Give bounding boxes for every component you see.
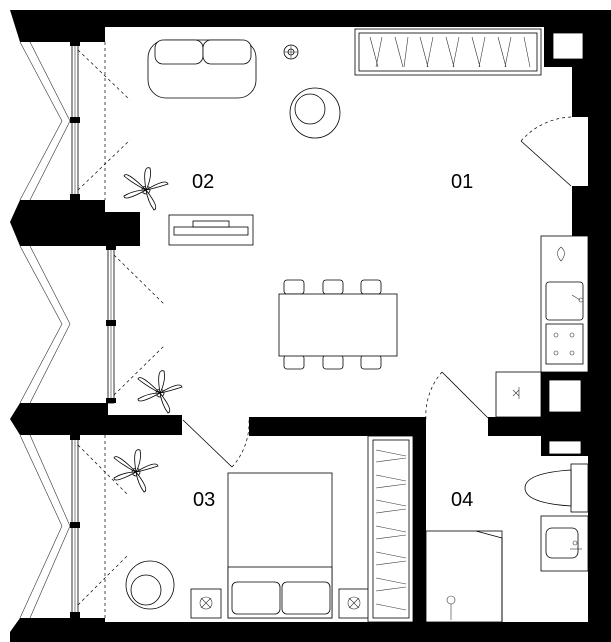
room-label-04: 04 (451, 489, 473, 511)
room-label-02: 02 (192, 171, 214, 193)
plant-icon (123, 167, 169, 211)
shower (425, 530, 503, 623)
wall-bath-top (488, 417, 588, 436)
wall-top (10, 10, 611, 42)
nightstand-left (190, 588, 222, 619)
facade (19, 41, 71, 619)
wall-right-column (572, 186, 588, 236)
nightstand-right (338, 588, 370, 619)
room-label-03: 03 (193, 489, 215, 511)
wall-bottom (10, 618, 611, 642)
wardrobe-top (354, 28, 542, 76)
dining-table (278, 279, 398, 370)
doors (182, 116, 573, 468)
wall-right (588, 10, 611, 642)
wall-balcony-divider-1 (10, 200, 140, 246)
wall-balcony-divider-2 (10, 403, 182, 435)
windows (70, 41, 166, 619)
kitchen-counter (540, 235, 589, 373)
furniture (113, 28, 589, 623)
wall-bath-partition (413, 417, 426, 622)
sofa (147, 39, 257, 99)
wall-right-notch (572, 67, 588, 117)
room-label-01: 01 (451, 171, 473, 193)
wardrobe-bedroom (367, 435, 414, 623)
wall-bedroom-top (249, 417, 425, 436)
toilet (524, 463, 589, 513)
tv-unit (168, 214, 254, 246)
walls (10, 10, 611, 642)
room-labels: 01 02 03 04 (192, 171, 473, 511)
sink (540, 515, 589, 572)
plant-icon (137, 370, 183, 414)
lamp-icon (283, 44, 299, 60)
armchair (289, 87, 341, 139)
plant-icon (113, 449, 159, 493)
bedroom-armchair (125, 560, 175, 610)
fridge (495, 371, 542, 418)
bed (227, 472, 333, 619)
